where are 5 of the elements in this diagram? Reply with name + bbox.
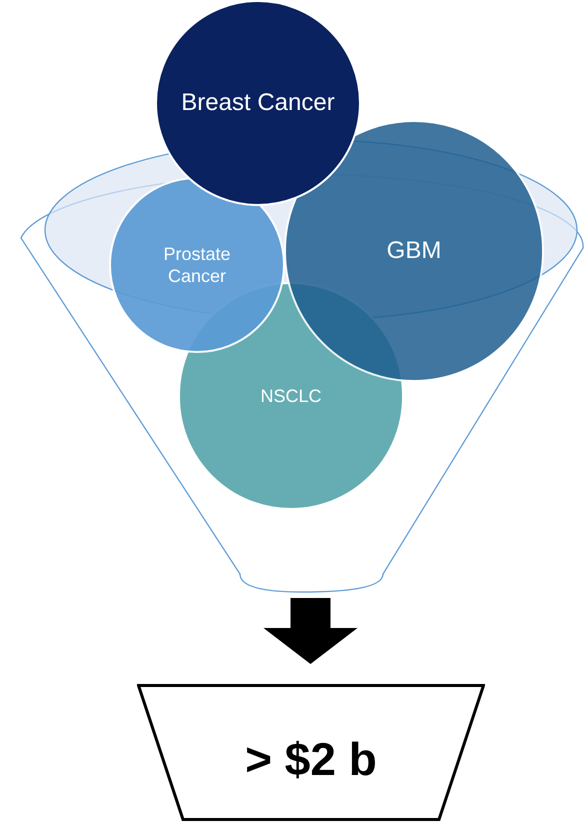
circle-label: Breast Cancer [180,88,336,118]
circle-label: NSCLC [259,384,322,408]
value-text: > $2 b [245,732,377,787]
circle-label: GBM [386,236,442,266]
circle-label: Prostate Cancer [162,242,232,288]
